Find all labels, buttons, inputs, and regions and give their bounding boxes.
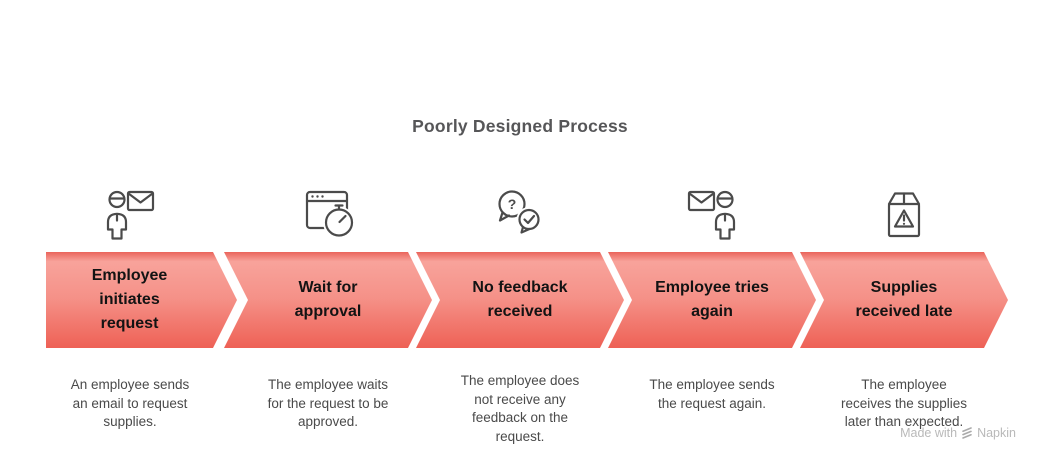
svg-text:?: ? <box>508 196 517 212</box>
watermark-brand-text: Napkin <box>977 426 1016 440</box>
box-warning-icon <box>876 189 932 241</box>
email-person-icon <box>684 189 740 241</box>
step-description: The employee waits for the request to be… <box>267 377 389 429</box>
step-description: An employee sends an email to request su… <box>70 377 190 429</box>
step-chevron-3: No feedback received <box>416 252 624 348</box>
step-description: The employee does not receive any feedba… <box>460 373 580 444</box>
chat-question-check-icon: ? <box>492 189 548 241</box>
step-chevron-1: Employee initiates request <box>46 252 237 348</box>
step-label: Supplies received late <box>855 279 953 320</box>
step-chevron-5: Supplies received late <box>800 252 1008 348</box>
step-chevron-4: Employee tries again <box>608 252 816 348</box>
step-label: Employee tries again <box>655 279 769 320</box>
step-label: No feedback received <box>472 279 568 320</box>
browser-stopwatch-icon <box>300 189 356 241</box>
step-label: Wait for approval <box>294 279 362 320</box>
watermark-made-with-text: Made with <box>900 426 958 440</box>
step-description: The employee sends the request again. <box>649 377 775 411</box>
step-label: Employee initiates request <box>91 267 168 332</box>
napkin-logo-icon <box>962 427 972 439</box>
step-description: The employee receives the supplies later… <box>840 377 968 429</box>
napkin-watermark: Made with Napkin <box>900 426 1016 440</box>
person-email-icon <box>102 189 158 241</box>
diagram-title: Poorly Designed Process <box>412 116 628 136</box>
step-chevron-2: Wait for approval <box>224 252 432 348</box>
